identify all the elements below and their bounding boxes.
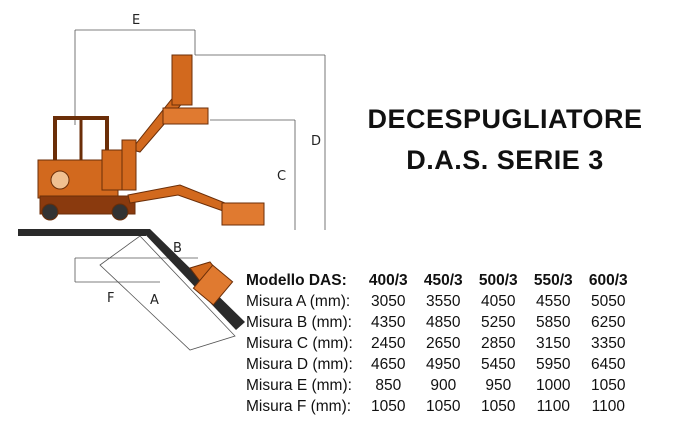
label-b: B (173, 241, 182, 256)
label-d: D (311, 134, 321, 149)
table-cell: 5850 (536, 313, 571, 331)
table-header-model: Modello DAS: (246, 271, 347, 289)
tractor (37, 116, 136, 221)
table-cell: 4050 (481, 292, 516, 310)
label-a: A (150, 293, 159, 308)
row-label: Misura E (mm): (246, 376, 352, 394)
table-cell: 6250 (591, 313, 626, 331)
table-row: Misura B (mm): 4350 4850 5250 5850 6250 (246, 312, 636, 333)
table-cell: 2450 (371, 334, 406, 352)
table-header-row: Modello DAS: 400/3 450/3 500/3 550/3 600… (246, 270, 636, 291)
row-label: Misura B (mm): (246, 313, 352, 331)
table-row: Misura C (mm): 2450 2650 2850 3150 3350 (246, 333, 636, 354)
arm-horizontal (127, 184, 265, 226)
ground-and-slope (18, 229, 245, 330)
table-header-cell: 600/3 (588, 271, 628, 289)
table-cell: 1100 (536, 397, 570, 415)
title-line-2: D.A.S. SERIE 3 (406, 145, 604, 175)
label-e: E (132, 13, 140, 28)
table-header-cell: 400/3 (368, 271, 408, 289)
table-cell: 3150 (536, 334, 571, 352)
machine-dimension-diagram: E D C B F A (18, 13, 326, 351)
table-row: Misura E (mm): 850 900 950 1000 1050 (246, 375, 636, 396)
table-cell: 3550 (426, 292, 461, 310)
table-row: Misura A (mm): 3050 3550 4050 4550 5050 (246, 291, 636, 312)
arm-slope (189, 261, 234, 306)
table-header-cell: 500/3 (478, 271, 518, 289)
label-f: F (107, 291, 114, 306)
table-row: Misura D (mm): 4650 4950 5450 5950 6450 (246, 354, 636, 375)
table-cell: 4650 (371, 355, 406, 373)
table-cell: 1100 (591, 397, 625, 415)
table-cell: 4550 (536, 292, 571, 310)
table-cell: 5250 (481, 313, 516, 331)
table-cell: 3050 (371, 292, 406, 310)
table-cell: 900 (430, 376, 457, 394)
table-header-cell: 550/3 (533, 271, 573, 289)
table-cell: 1050 (426, 397, 461, 415)
table-cell: 2650 (426, 334, 461, 352)
table-cell: 950 (485, 376, 512, 394)
row-label: Misura D (mm): (246, 355, 353, 373)
row-label: Misura F (mm): (246, 397, 352, 415)
table-cell: 1050 (481, 397, 516, 415)
table-cell: 850 (375, 376, 402, 394)
table-cell: 6450 (591, 355, 626, 373)
table-header-cell: 450/3 (423, 271, 463, 289)
row-label: Misura A (mm): (246, 292, 351, 310)
row-label: Misura C (mm): (246, 334, 353, 352)
label-c: C (277, 169, 286, 184)
table-cell: 5950 (536, 355, 571, 373)
table-cell: 2850 (481, 334, 516, 352)
table-cell: 4850 (426, 313, 461, 331)
table-cell: 5050 (591, 292, 626, 310)
table-cell: 1000 (536, 376, 571, 394)
dimension-lines (74, 29, 326, 351)
table-cell: 4350 (371, 313, 406, 331)
table-row: Misura F (mm): 1050 1050 1050 1100 1100 (246, 396, 636, 417)
dimension-labels: E D C B F A (107, 13, 321, 308)
spec-table: Modello DAS: 400/3 450/3 500/3 550/3 600… (246, 270, 636, 417)
table-cell: 3350 (591, 334, 626, 352)
arm-raised (123, 54, 209, 153)
table-cell: 1050 (591, 376, 626, 394)
arm-vertical (121, 139, 137, 191)
title-line-1: DECESPUGLIATORE (367, 104, 643, 134)
table-cell: 4950 (426, 355, 461, 373)
table-cell: 5450 (481, 355, 516, 373)
table-cell: 1050 (371, 397, 406, 415)
